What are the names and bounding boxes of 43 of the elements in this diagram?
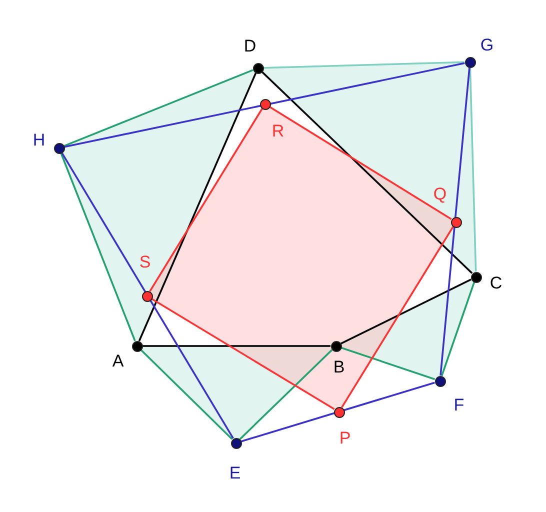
point-label: H xyxy=(32,132,46,148)
point xyxy=(142,290,152,302)
point xyxy=(334,406,344,418)
point xyxy=(54,142,64,154)
line-segment xyxy=(263,61,465,69)
line-segment xyxy=(340,346,436,380)
line-segment xyxy=(440,282,476,376)
line-segment xyxy=(241,382,435,442)
point-label: B xyxy=(333,358,345,376)
point-label: A xyxy=(112,352,124,370)
point xyxy=(434,376,446,386)
point-label: G xyxy=(480,36,494,54)
line-segment xyxy=(440,67,470,376)
point xyxy=(470,272,482,282)
point-label: F xyxy=(454,396,464,414)
point xyxy=(330,340,342,352)
line-segment xyxy=(340,278,472,344)
point-label: D xyxy=(244,38,256,54)
point-label: S xyxy=(139,254,151,270)
line-segment xyxy=(60,152,136,342)
line-segment xyxy=(149,108,263,292)
point-label: P xyxy=(339,430,351,446)
point xyxy=(464,56,476,68)
point xyxy=(450,216,462,228)
line-segment xyxy=(239,349,333,440)
line-segment xyxy=(64,62,465,148)
point xyxy=(260,98,270,110)
line-segment xyxy=(151,298,335,410)
line-segment xyxy=(138,72,257,342)
line-segment xyxy=(341,226,454,408)
point xyxy=(132,340,142,352)
point-label: E xyxy=(229,464,241,482)
point xyxy=(230,438,242,448)
line-segment xyxy=(140,349,233,440)
line-segment xyxy=(269,106,452,220)
point-label: C xyxy=(490,274,502,292)
point xyxy=(252,62,264,74)
line-segment xyxy=(64,69,254,147)
point-label: Q xyxy=(433,186,447,202)
point-label: R xyxy=(272,122,284,140)
line-segment xyxy=(61,152,234,439)
line-segment xyxy=(142,345,330,347)
line-segment xyxy=(469,67,477,272)
